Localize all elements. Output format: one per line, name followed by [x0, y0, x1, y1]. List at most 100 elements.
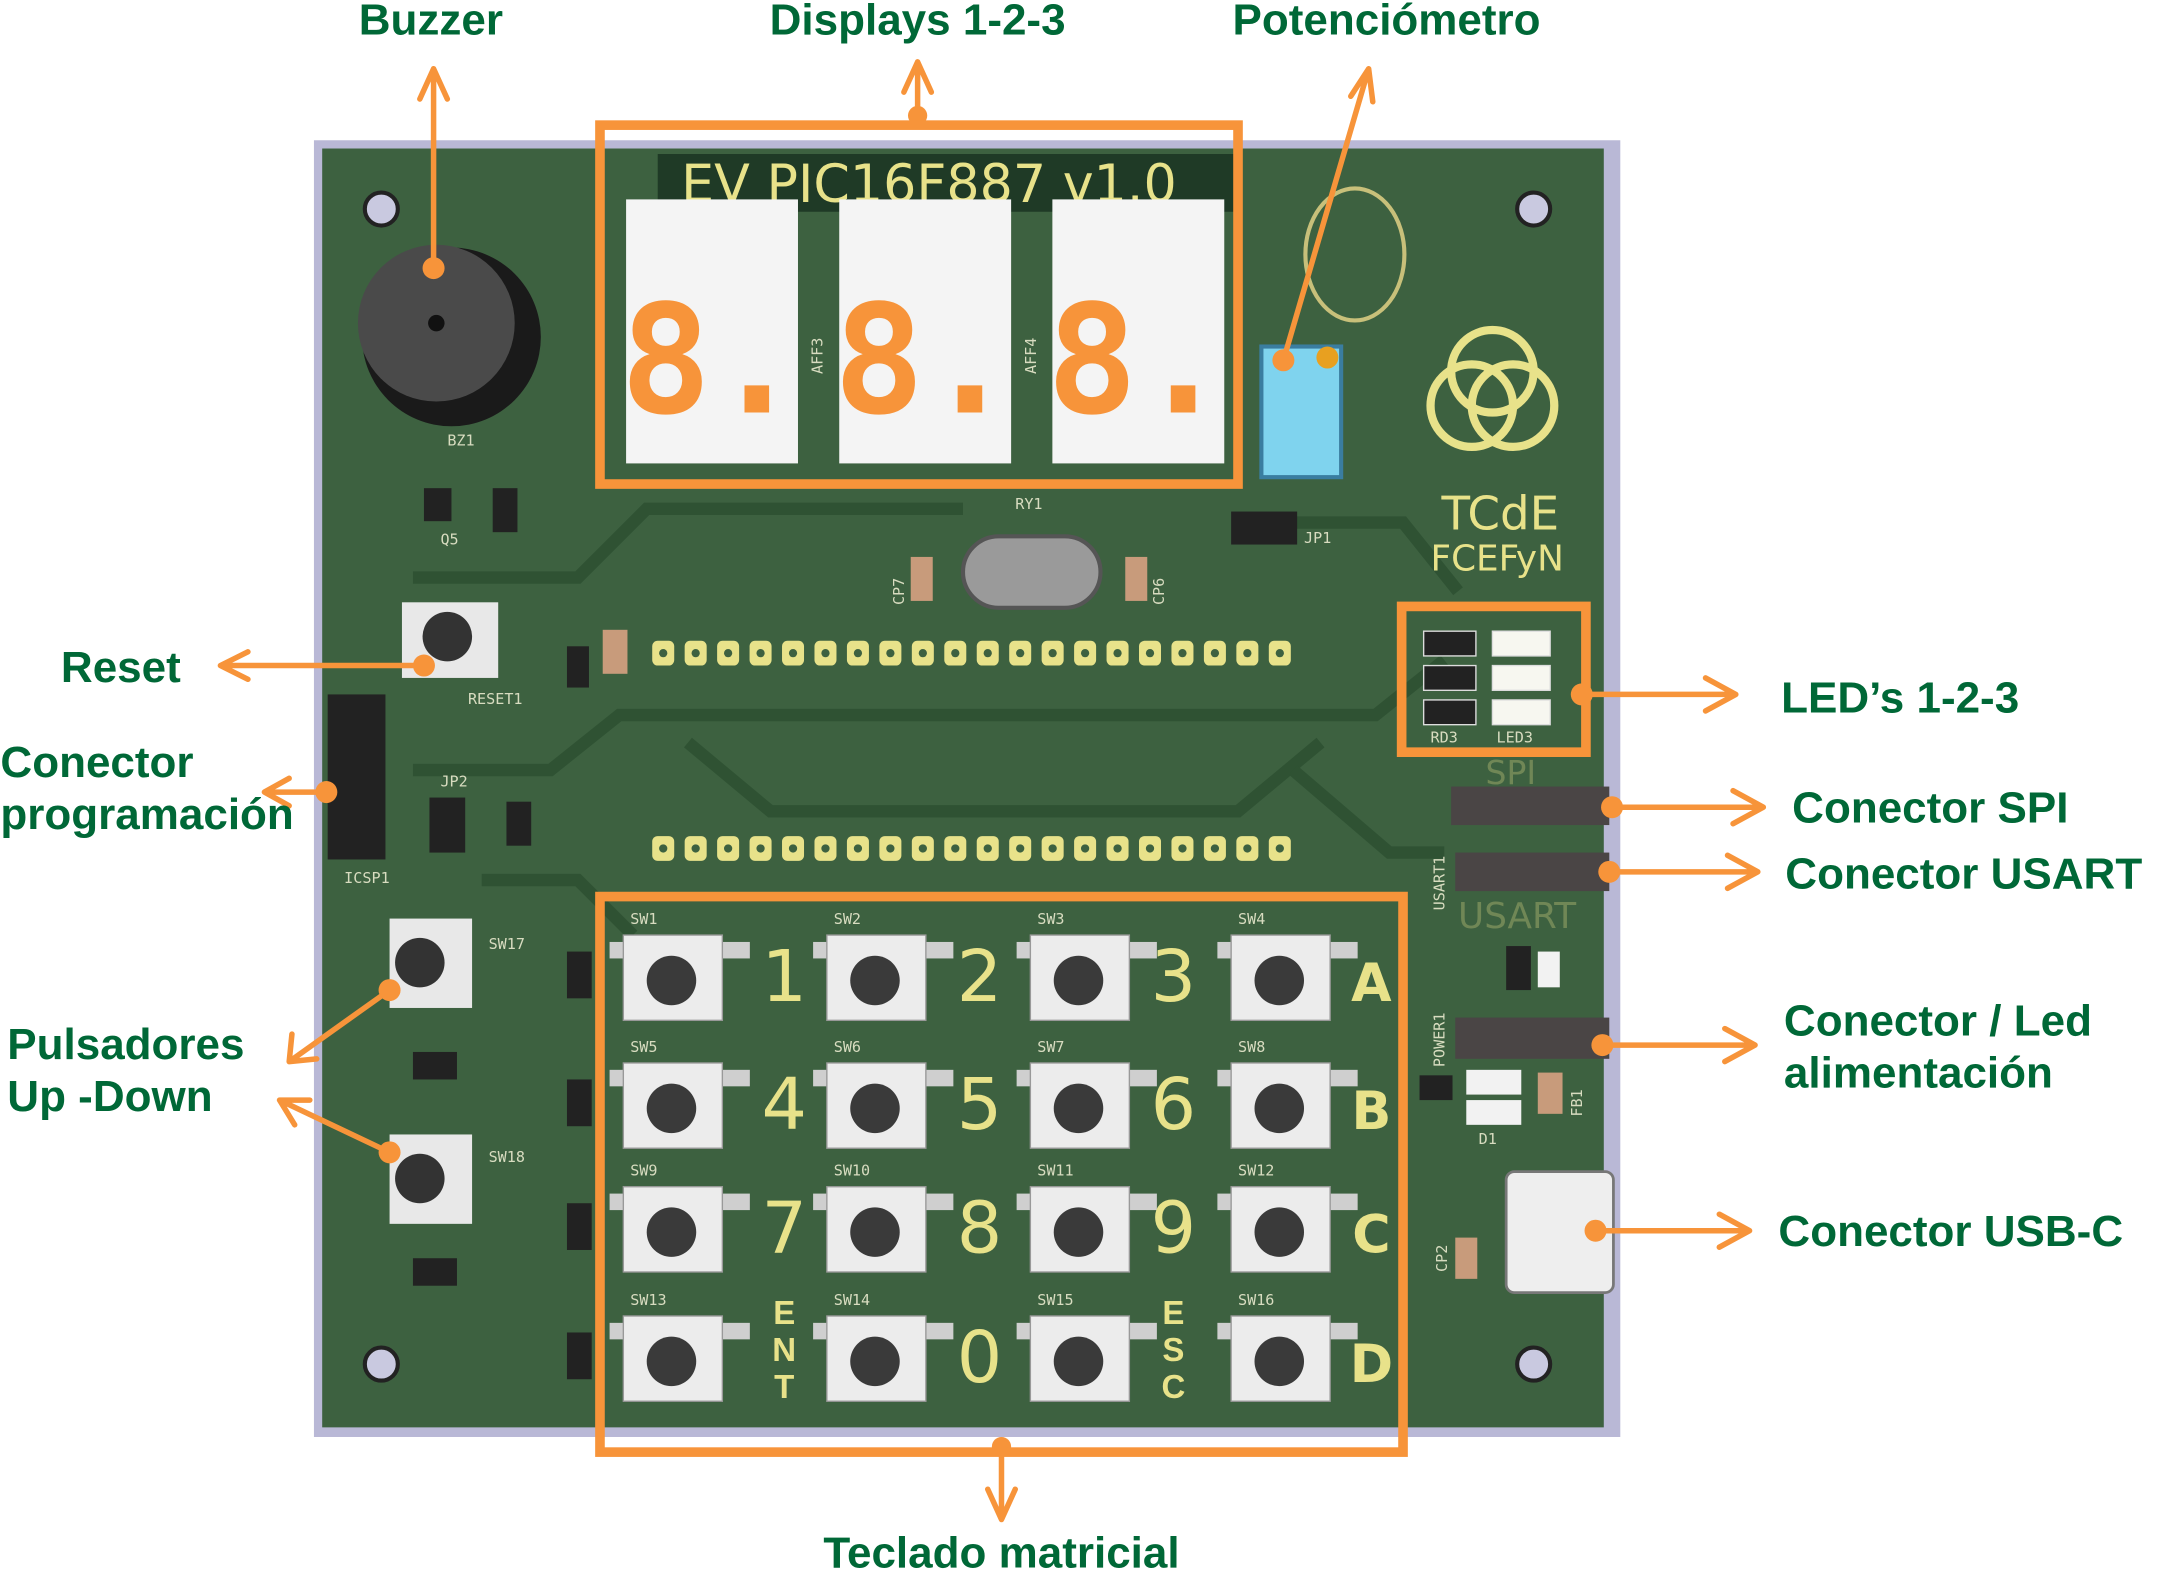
keypad-switch-cap[interactable] — [1254, 1083, 1305, 1134]
keypad-switch-cap[interactable] — [1053, 1083, 1104, 1134]
ref-reset1: RESET1 — [468, 690, 523, 708]
socket-pin-hole — [1243, 649, 1252, 658]
key-label-7: 7 — [761, 1187, 807, 1270]
button-up-cap[interactable] — [395, 937, 445, 988]
keypad-switch-cap[interactable] — [646, 1336, 697, 1387]
socket-pin-hole — [1048, 649, 1057, 658]
resistor-rd1 — [1422, 630, 1477, 657]
mount-hole — [1515, 190, 1553, 228]
switch-ref: SW1 — [630, 910, 657, 928]
mount-hole — [362, 1345, 400, 1383]
ref-led3: LED3 — [1497, 729, 1533, 747]
label-programming-2: programación — [0, 790, 293, 839]
keypad-switch-cap[interactable] — [850, 1083, 900, 1134]
ref-q5: Q5 — [440, 531, 458, 549]
keypad-switch-cap[interactable] — [646, 1083, 697, 1134]
socket-pin-hole — [1145, 844, 1155, 853]
arrow-up — [286, 987, 393, 1065]
label-usart: Conector USART — [1785, 849, 2142, 898]
button-down-cap[interactable] — [395, 1153, 445, 1204]
socket-pin-hole — [821, 649, 830, 658]
keypad-switch-cap[interactable] — [646, 955, 697, 1006]
keypad-switch-cap[interactable] — [1254, 1336, 1305, 1387]
keypad-switch-cap[interactable] — [646, 1207, 697, 1257]
ref-rd3: RD3 — [1431, 729, 1458, 747]
socket-pin-hole — [1243, 844, 1252, 853]
socket-pin-hole — [756, 844, 765, 853]
seven-segment-display-2 — [839, 199, 1012, 464]
buzzer-hole — [428, 314, 445, 332]
leds-highlight-box — [1396, 601, 1591, 757]
ref-sw17: SW17 — [489, 935, 525, 953]
resistor-rp11 — [1506, 946, 1531, 991]
key-label-b: B — [1351, 1082, 1391, 1142]
ref-d1: D1 — [1479, 1130, 1497, 1148]
switch-ref: SW14 — [834, 1291, 870, 1309]
ref-cp2: CP2 — [1433, 1245, 1451, 1272]
transistor-q5 — [423, 488, 452, 522]
arrow-power — [1599, 1025, 1758, 1065]
ref-cp6: CP6 — [1150, 578, 1168, 605]
socket-pin-hole — [918, 844, 927, 853]
keypad-switch-cap[interactable] — [850, 1336, 900, 1387]
icsp-connector[interactable] — [327, 694, 386, 860]
key-label-2: 2 — [957, 935, 1003, 1018]
socket-pin-hole — [853, 844, 863, 853]
resistor-rd3 — [1422, 699, 1477, 726]
switch-ref: SW10 — [834, 1162, 870, 1180]
ref-usart1: USART1 — [1430, 856, 1448, 911]
arrow-spi — [1609, 787, 1767, 827]
arrow-usart — [1606, 852, 1761, 892]
diode-d1 — [1466, 1100, 1522, 1125]
switch-ref: SW3 — [1037, 910, 1064, 928]
key-label-6: 6 — [1151, 1063, 1197, 1146]
key-label-c: C — [1352, 1206, 1390, 1266]
keypad-switch-cap[interactable] — [1254, 1207, 1305, 1257]
mcu-socket-pins — [652, 640, 1291, 861]
socket-pin-hole — [788, 649, 798, 658]
arrow-keypad — [984, 1443, 1018, 1523]
socket-pin-hole — [691, 649, 700, 658]
spi-connector[interactable] — [1451, 786, 1610, 826]
socket-pin-hole — [1113, 649, 1122, 658]
led-3 — [1491, 699, 1551, 726]
keypad-switch-cap[interactable] — [1053, 1336, 1104, 1387]
switch-ref: SW8 — [1238, 1038, 1265, 1056]
switch-ref: SW6 — [834, 1038, 861, 1056]
keypad-switch-cap[interactable] — [850, 955, 900, 1006]
ref-jp2: JP2 — [440, 773, 467, 791]
arrow-usbc — [1592, 1211, 1753, 1250]
switch-ref: SW11 — [1037, 1162, 1073, 1180]
reset-button-cap[interactable] — [422, 611, 473, 662]
arrow-pot — [1280, 66, 1376, 364]
arrow-reset — [217, 649, 427, 683]
socket-pin-hole — [918, 649, 927, 658]
socket-pin-hole — [1145, 649, 1155, 658]
keypad-switch-cap[interactable] — [850, 1207, 900, 1257]
arrow-leds — [1579, 675, 1739, 714]
capacitor-cp7 — [910, 556, 933, 601]
keypad-switch-cap[interactable] — [1053, 955, 1104, 1006]
keypad-switch-cap[interactable] — [1254, 955, 1305, 1006]
keypad-switch-cap[interactable] — [1053, 1207, 1104, 1257]
displays-highlight-box — [595, 120, 1243, 489]
led-1 — [1491, 630, 1551, 657]
displays-group: 8.8.8. — [620, 199, 1229, 464]
ref-cp7: CP7 — [890, 578, 908, 605]
socket-pin-hole — [723, 649, 733, 658]
key-label-9: 9 — [1151, 1187, 1197, 1270]
ref-icsp1: ICSP1 — [344, 869, 389, 887]
usart-connector[interactable] — [1455, 852, 1610, 892]
switch-ref: SW2 — [834, 910, 861, 928]
pot-screw[interactable] — [1316, 346, 1339, 369]
seven-segment-display-1 — [626, 199, 798, 464]
switch-ref: SW13 — [630, 1291, 666, 1309]
university-crest-logo — [1303, 186, 1407, 323]
power-connector[interactable] — [1455, 1017, 1610, 1059]
display-digit: 8. — [833, 273, 1015, 449]
socket-pin-hole — [821, 844, 830, 853]
label-keypad: Teclado matricial — [823, 1529, 1179, 1569]
led-2 — [1491, 664, 1551, 691]
socket-pin-hole — [723, 844, 733, 853]
key-label-a: A — [1351, 954, 1392, 1014]
